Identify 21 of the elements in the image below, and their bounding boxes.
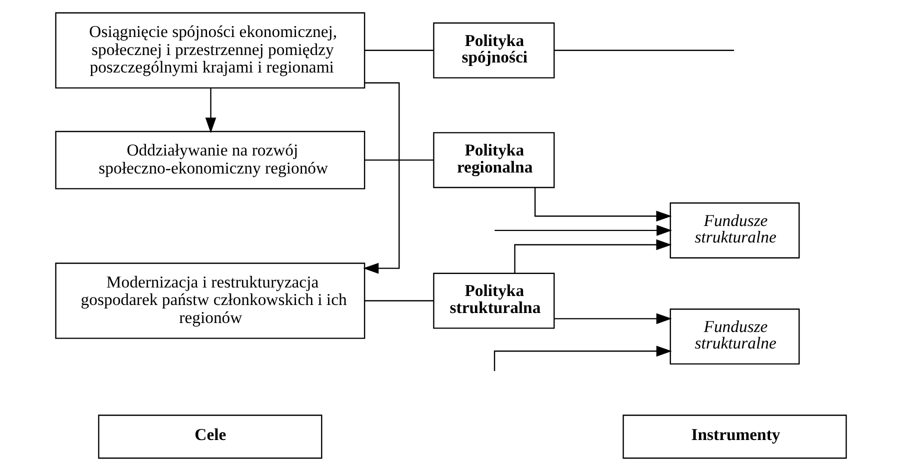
node-box: Instrumenty bbox=[622, 414, 846, 459]
node-box: Polityka spójności bbox=[432, 22, 554, 78]
arrow bbox=[493, 346, 672, 372]
node-box: Modernizacja i restrukturyzacja gospodarek państw członkowskich i ich regionów bbox=[54, 262, 365, 339]
connector bbox=[364, 300, 434, 302]
node-box: Fundusze strukturalne bbox=[669, 308, 800, 365]
node-box: Cele bbox=[98, 414, 322, 459]
node-box: Osiągnięcie spójności ekonomicznej, społecznej i przestrzennej pomiędzy poszczególnymi krajami i regionami bbox=[54, 12, 365, 89]
node-box: Polityka strukturalna bbox=[432, 272, 554, 329]
connector bbox=[364, 160, 434, 161]
arrow bbox=[204, 88, 216, 134]
arrow bbox=[362, 82, 400, 274]
node-box: Oddziaływanie na rozwój społeczno-ekonomiczny regionów bbox=[54, 130, 365, 190]
arrow bbox=[554, 313, 672, 324]
connector bbox=[554, 50, 734, 51]
arrow bbox=[494, 225, 672, 236]
connector bbox=[364, 50, 434, 51]
node-box: Fundusze strukturalne bbox=[669, 202, 800, 258]
arrow bbox=[514, 239, 672, 274]
arrow bbox=[534, 188, 672, 222]
node-box: Polityka regionalna bbox=[432, 132, 554, 188]
